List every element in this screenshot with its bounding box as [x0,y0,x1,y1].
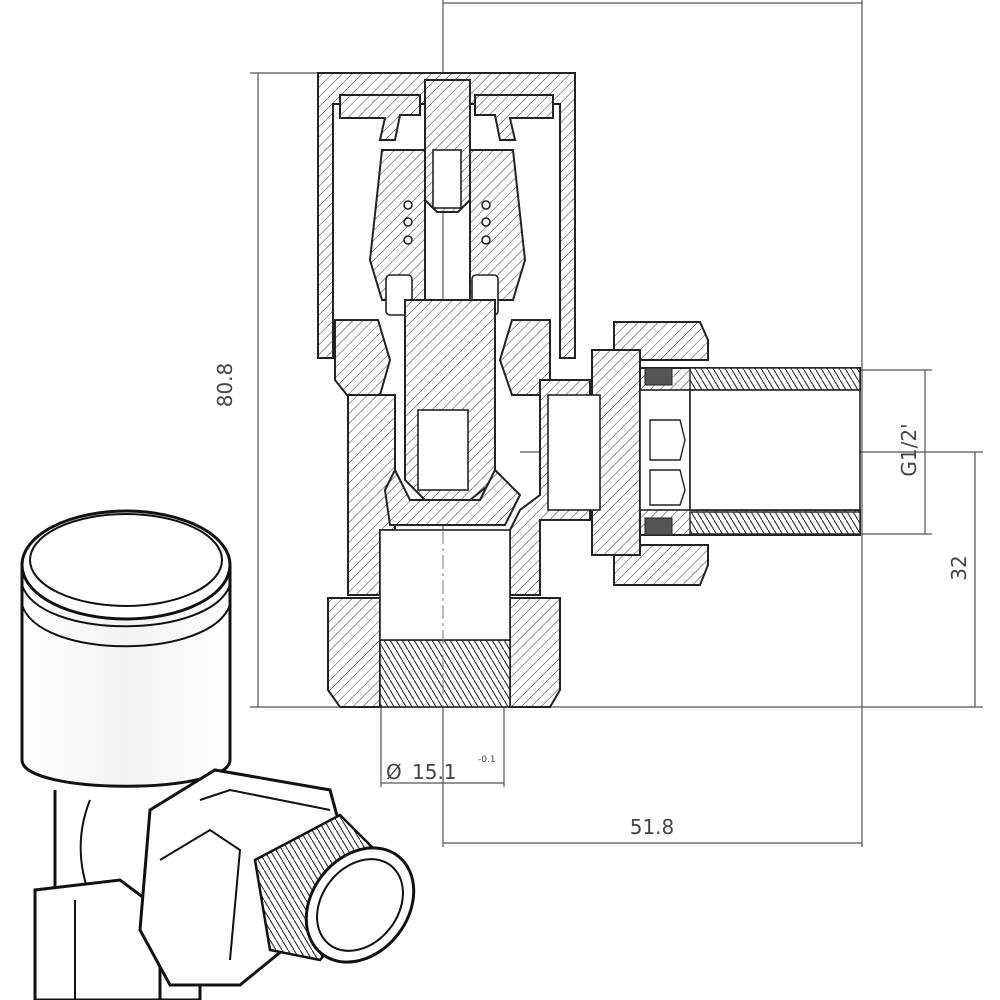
valve-cross-section [317,72,861,708]
dimension-width-label: 51.8 [630,815,675,839]
dimension-bore-tolerance: -0.1 [478,755,496,765]
dimension-bore-label: 15.1 [412,760,457,784]
dimension-offset-label: 32 [947,555,971,580]
valve-perspective-view [20,509,416,1000]
dimension-thread-label: G1/2' [897,423,921,476]
dimension-bore-symbol: Ø [386,760,402,784]
dimension-height-label: 80.8 [213,363,237,408]
